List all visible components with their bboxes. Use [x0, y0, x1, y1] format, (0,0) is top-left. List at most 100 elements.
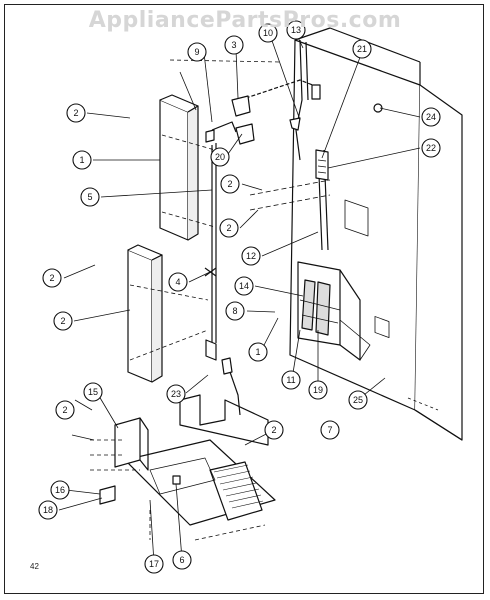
callout-label: 15 — [88, 387, 98, 397]
callout-19: 2 — [53, 311, 73, 331]
callout-label: 5 — [87, 192, 92, 202]
callout-label: 6 — [179, 555, 184, 565]
callout-16: 14 — [234, 276, 254, 296]
leader-lines — [58, 32, 421, 564]
callout-circle — [352, 39, 372, 59]
callout-26: 15 — [83, 382, 103, 402]
callout-circle — [234, 276, 254, 296]
callout-11: 20 — [210, 147, 230, 167]
callout-29: 18 — [38, 500, 58, 520]
callout-20: 1 — [248, 342, 268, 362]
callout-label: 11 — [286, 375, 295, 385]
callout-circle — [220, 174, 240, 194]
callout-32: 7 — [320, 420, 340, 440]
lower-side-panel — [127, 244, 163, 383]
callout-label: 2 — [62, 405, 67, 415]
control-channel — [249, 149, 331, 251]
callout-circle — [308, 380, 328, 400]
callout-label: 1 — [79, 155, 84, 165]
callout-18: 8 — [225, 301, 245, 321]
callout-label: 9 — [194, 47, 199, 57]
callout-21: 11 — [281, 370, 301, 390]
callout-label: 19 — [313, 385, 323, 395]
callout-circle — [172, 550, 192, 570]
callout-17: 2 — [42, 268, 62, 288]
page-number: 42 — [30, 562, 39, 571]
callout-circle — [50, 480, 70, 500]
callout-12: 5 — [80, 187, 100, 207]
callout-label: 2 — [49, 273, 54, 283]
callout-3: 3 — [224, 35, 244, 55]
callout-23: 23 — [166, 384, 186, 404]
callout-circle — [166, 384, 186, 404]
callout-circle — [80, 187, 100, 207]
callout-label: 2 — [271, 425, 276, 435]
callout-label: 4 — [175, 277, 180, 287]
callout-14: 12 — [241, 246, 261, 266]
callout-label: 23 — [171, 389, 181, 399]
vertical-bracket — [205, 143, 217, 361]
callout-label: 17 — [149, 559, 159, 569]
callout-13: 2 — [219, 218, 239, 238]
bottom-grille-panel — [124, 439, 276, 526]
callout-circle — [83, 382, 103, 402]
callout-24: 2 — [55, 400, 75, 420]
callout-6: 21 — [352, 39, 372, 59]
assembly-lines — [90, 59, 281, 541]
callout-label: 2 — [227, 179, 232, 189]
watermark-text: AppliancePartsPros.com — [88, 8, 402, 33]
callout-circle — [53, 311, 73, 331]
callout-circle — [225, 301, 245, 321]
callout-label: 18 — [43, 505, 53, 515]
callout-circle — [224, 35, 244, 55]
callout-27: 2 — [264, 420, 284, 440]
callout-label: 25 — [353, 395, 363, 405]
callout-2: 9 — [187, 42, 207, 62]
callout-31: 6 — [172, 550, 192, 570]
callout-label: 24 — [426, 112, 436, 122]
callout-label: 1 — [255, 347, 260, 357]
callout-15: 4 — [168, 272, 188, 292]
callout-label: 2 — [73, 108, 78, 118]
callout-circle — [320, 420, 340, 440]
diagram-frame — [4, 4, 484, 594]
callout-circle — [421, 107, 441, 127]
callout-circle — [210, 147, 230, 167]
callout-label: 7 — [327, 425, 332, 435]
callout-4: 10 — [258, 23, 278, 43]
callout-circle — [144, 554, 164, 574]
callout-circle — [72, 150, 92, 170]
callout-7: 24 — [421, 107, 441, 127]
mounting-bracket — [99, 417, 149, 505]
callout-label: 8 — [232, 306, 237, 316]
top-rail-harness — [239, 39, 321, 161]
callout-circle — [421, 138, 441, 158]
callout-label: 22 — [426, 143, 436, 153]
callout-circle — [248, 342, 268, 362]
callout-label: 10 — [263, 28, 273, 38]
callout-label: 2 — [226, 223, 231, 233]
callout-circle — [286, 20, 306, 40]
callout-circle — [187, 42, 207, 62]
callout-1: 2 — [66, 103, 86, 123]
callout-25: 25 — [348, 390, 368, 410]
connector-x — [204, 267, 241, 416]
callout-circle — [258, 23, 278, 43]
callout-circle — [38, 500, 58, 520]
callout-10: 1 — [72, 150, 92, 170]
callout-label: 13 — [291, 25, 301, 35]
callout-circle — [348, 390, 368, 410]
callout-label: 16 — [55, 485, 65, 495]
callout-label: 12 — [246, 251, 256, 261]
callout-label: 14 — [239, 281, 249, 291]
control-box — [297, 261, 371, 361]
callout-9: 2 — [220, 174, 240, 194]
callout-label: 21 — [357, 44, 367, 54]
bottom-duct — [179, 394, 269, 446]
callout-label: 2 — [60, 316, 65, 326]
callout-28: 16 — [50, 480, 70, 500]
callout-circle — [264, 420, 284, 440]
